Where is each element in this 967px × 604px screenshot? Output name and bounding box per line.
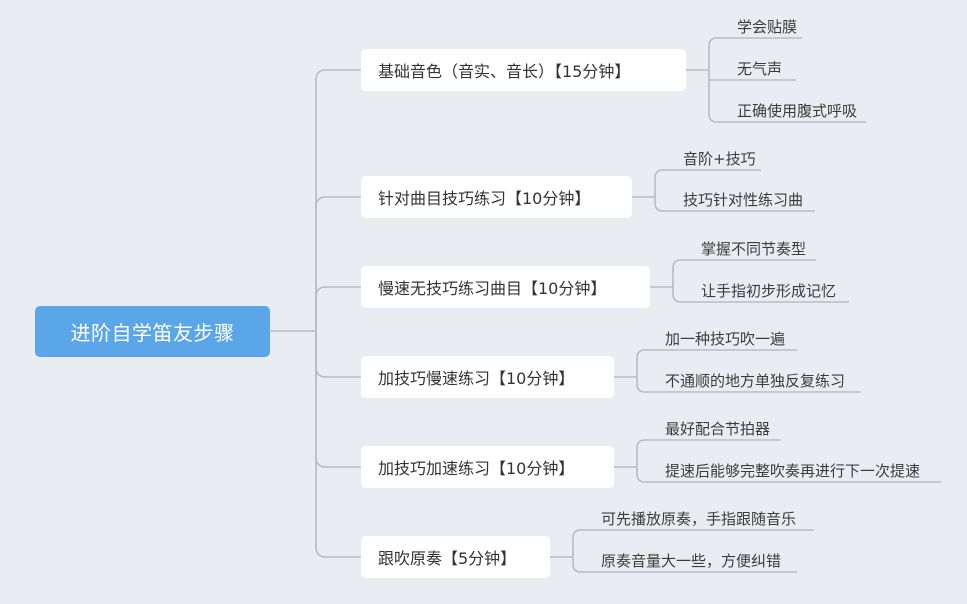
leaf-bracket-2	[654, 169, 664, 212]
subtopic-5-2[interactable]: 提速后能够完整吹奏再进行下一次提速	[665, 462, 921, 480]
subtopic-1-3[interactable]: 正确使用腹式呼吸	[737, 102, 858, 120]
subtopic-6-2[interactable]: 原奏音量大一些，方便纠错	[601, 552, 782, 570]
leaf-bracket-3	[672, 259, 682, 303]
branch-connector-2	[315, 196, 361, 331]
branch-connector-5	[315, 331, 361, 468]
branch-topic-3[interactable]: 慢速无技巧练习曲目【10分钟】	[361, 266, 650, 308]
branch-connector-3	[315, 286, 361, 331]
subtopic-4-2[interactable]: 不通顺的地方单独反复练习	[665, 372, 846, 390]
subtopic-4-1[interactable]: 加一种技巧吹一遍	[665, 330, 786, 348]
subtopic-3-1[interactable]: 掌握不同节奏型	[701, 240, 807, 258]
subtopic-2-2[interactable]: 技巧针对性练习曲	[683, 191, 804, 209]
subtopic-2-1[interactable]: 音阶+技巧	[683, 150, 756, 168]
subtopic-5-1[interactable]: 最好配合节拍器	[665, 420, 771, 438]
leaf-bracket-6	[572, 529, 582, 573]
branch-topic-2[interactable]: 针对曲目技巧练习【10分钟】	[361, 176, 632, 218]
root-topic[interactable]: 进阶自学笛友步骤	[35, 306, 270, 357]
leaf-bracket-5	[636, 439, 646, 483]
branch-topic-4[interactable]: 加技巧慢速练习【10分钟】	[361, 356, 614, 398]
branch-connector-1	[315, 69, 361, 331]
branch-topic-1[interactable]: 基础音色（音实、音长）【15分钟】	[361, 49, 686, 91]
subtopic-6-1[interactable]: 可先播放原奏，手指跟随音乐	[601, 510, 797, 528]
branch-topic-6[interactable]: 跟吹原奏【5分钟】	[361, 536, 550, 578]
branch-connector-6	[315, 331, 361, 558]
leaf-bracket-4	[636, 349, 646, 393]
branch-topic-5[interactable]: 加技巧加速练习【10分钟】	[361, 446, 614, 488]
subtopic-1-2[interactable]: 无气声	[737, 60, 783, 78]
branch-connector-4	[315, 331, 361, 378]
subtopic-1-1[interactable]: 学会贴膜	[737, 18, 798, 36]
subtopic-3-2[interactable]: 让手指初步形成记忆	[701, 282, 837, 300]
